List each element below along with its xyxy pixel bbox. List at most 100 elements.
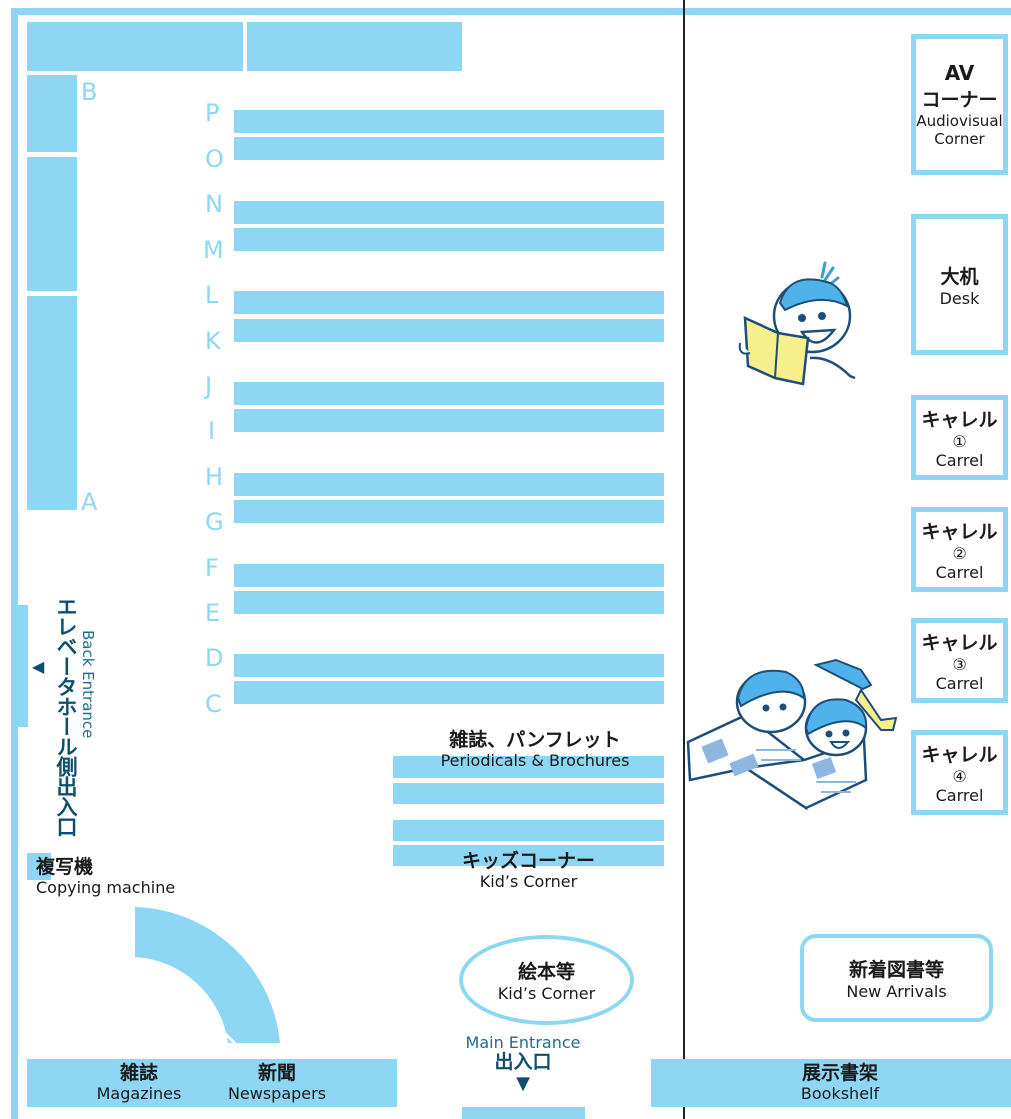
bookshelf-jp: 展示書架 bbox=[801, 1062, 878, 1084]
new-arrivals-jp: 新着図書等 bbox=[848, 959, 944, 981]
av-corner: AV コーナー Audiovisual Corner bbox=[911, 34, 1008, 175]
picture-books-en: Kid’s Corner bbox=[497, 984, 596, 1003]
top-shelf-right bbox=[247, 22, 462, 71]
shelf-i bbox=[234, 409, 664, 432]
carrel-jp: キャレル bbox=[921, 521, 998, 543]
kids-reading-illustration bbox=[686, 658, 898, 811]
copying-label: 複写機 Copying machine bbox=[36, 856, 176, 897]
back-entrance-jp: エレベータホール側出入口 bbox=[54, 596, 78, 836]
shelf-letter: J bbox=[205, 372, 213, 400]
main-entrance-jp: 出入口 bbox=[494, 1051, 552, 1074]
bookshelf-label: 展示書架 Bookshelf bbox=[760, 1062, 920, 1103]
divider-line bbox=[683, 0, 685, 1119]
shelf-letter: G bbox=[205, 508, 224, 536]
shelf-letter: N bbox=[205, 190, 223, 218]
bookshelf-en: Bookshelf bbox=[800, 1083, 880, 1103]
shelf-l bbox=[234, 291, 664, 314]
back-entrance-en: Back Entrance bbox=[79, 630, 97, 739]
shelf-c bbox=[234, 681, 664, 704]
carrel-jp: キャレル bbox=[921, 409, 998, 431]
copying-machine-block bbox=[27, 853, 51, 880]
desk-area: 大机 Desk bbox=[911, 214, 1008, 355]
shelf-letter: O bbox=[205, 145, 224, 173]
kids-corner-label: キッズコーナー Kid’s Corner bbox=[393, 850, 664, 891]
picture-books-area: 絵本等 Kid’s Corner bbox=[459, 935, 634, 1025]
carrel-en: Carrel bbox=[935, 451, 984, 470]
carrel-jp: キャレル bbox=[921, 744, 998, 766]
main-entrance-arrow: ▼ bbox=[516, 1073, 530, 1095]
wall-shelf-3 bbox=[27, 296, 77, 510]
kids-shelf-2 bbox=[393, 845, 664, 866]
periodicals-en: Periodicals & Brochures bbox=[440, 750, 630, 770]
wall-shelf-1 bbox=[27, 75, 77, 152]
back-entrance-arrow: ◀ bbox=[32, 657, 45, 676]
av-corner-en2: Corner bbox=[934, 130, 985, 148]
av-corner-en1: Audiovisual bbox=[916, 112, 1003, 130]
magazines-label: 雑誌 Magazines bbox=[80, 1062, 198, 1103]
shelf-n bbox=[234, 201, 664, 224]
av-corner-jp1: AV bbox=[944, 61, 975, 85]
shelf-p bbox=[234, 110, 664, 133]
newspapers-jp: 新聞 bbox=[257, 1062, 296, 1084]
counter-desk bbox=[135, 907, 280, 1043]
carrel-num: ② bbox=[952, 544, 967, 563]
shelf-letter: H bbox=[205, 463, 224, 491]
desk-jp: 大机 bbox=[940, 265, 979, 288]
main-entrance-label: Main Entrance 出入口 ▼ bbox=[448, 1033, 598, 1095]
new-arrivals-table: 新着図書等 New Arrivals bbox=[800, 934, 993, 1022]
kids-shelf-1 bbox=[393, 820, 664, 841]
kids-corner-jp: キッズコーナー bbox=[461, 850, 595, 872]
carrel-4: キャレル ④ Carrel bbox=[911, 730, 1008, 815]
carrel-en: Carrel bbox=[935, 786, 984, 805]
carrel-num: ③ bbox=[952, 655, 967, 674]
shelf-e bbox=[234, 591, 664, 614]
shelf-h bbox=[234, 473, 664, 496]
desk-en: Desk bbox=[939, 288, 980, 308]
av-corner-jp2: コーナー bbox=[921, 89, 998, 111]
shelf-letter: K bbox=[205, 327, 221, 355]
carrel-3: キャレル ③ Carrel bbox=[911, 618, 1008, 703]
wall-shelf-2 bbox=[27, 157, 77, 291]
wall-letter-b: B bbox=[81, 78, 98, 106]
top-shelf-left bbox=[27, 22, 243, 71]
shelf-letter: L bbox=[205, 281, 219, 309]
boy-reading-illustration bbox=[738, 261, 856, 386]
shelf-letter: E bbox=[205, 599, 221, 627]
left-wall bbox=[11, 8, 18, 1119]
periodicals-shelf-2 bbox=[393, 783, 664, 804]
bookshelf-display bbox=[651, 1059, 1011, 1107]
picture-books-jp: 絵本等 bbox=[517, 961, 575, 983]
shelf-letter: P bbox=[205, 99, 220, 127]
shelf-m bbox=[234, 228, 664, 251]
shelf-k bbox=[234, 319, 664, 342]
main-entrance-en: Main Entrance bbox=[465, 1033, 581, 1052]
shelf-letter: M bbox=[203, 236, 224, 264]
shelf-f bbox=[234, 564, 664, 587]
shelf-letter: C bbox=[205, 690, 222, 718]
carrel-en: Carrel bbox=[935, 674, 984, 693]
carrel-num: ④ bbox=[952, 767, 967, 786]
shelf-letter: F bbox=[205, 554, 219, 582]
newspapers-label: 新聞 Newspapers bbox=[218, 1062, 336, 1103]
periodicals-jp: 雑誌、パンフレット bbox=[449, 729, 621, 751]
periodicals-label: 雑誌、パンフレット Periodicals & Brochures bbox=[400, 729, 670, 770]
carrel-1: キャレル ① Carrel bbox=[911, 395, 1008, 480]
back-entrance-door bbox=[18, 605, 28, 727]
wall-letter-a: A bbox=[81, 488, 98, 516]
shelf-j bbox=[234, 382, 664, 405]
shelf-letter: I bbox=[208, 417, 216, 445]
copying-en: Copying machine bbox=[36, 877, 176, 897]
shelf-d bbox=[234, 654, 664, 677]
periodicals-shelf-1 bbox=[393, 756, 664, 778]
copying-jp: 複写機 bbox=[36, 856, 94, 878]
carrel-num: ① bbox=[952, 432, 967, 451]
shelf-letter: D bbox=[205, 644, 224, 672]
magazines-shelf bbox=[27, 1059, 397, 1107]
magazines-en: Magazines bbox=[96, 1083, 182, 1103]
new-arrivals-en: New Arrivals bbox=[846, 982, 947, 1001]
top-wall bbox=[11, 8, 1011, 15]
carrel-en: Carrel bbox=[935, 563, 984, 582]
main-entrance-door bbox=[462, 1107, 585, 1119]
magazines-jp: 雑誌 bbox=[119, 1062, 158, 1084]
shelf-o bbox=[234, 137, 664, 160]
